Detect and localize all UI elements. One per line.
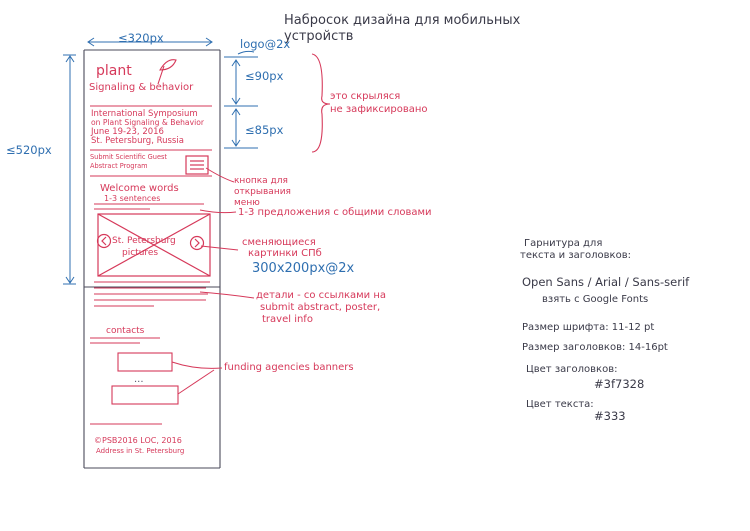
image-size-label: 300x200px@2x [252,261,355,276]
nav-line1: Submit Scientific Guest [90,153,168,161]
welcome-line1: Welcome words [100,183,179,194]
slider-note-line1: сменяющиеся [242,237,316,248]
slider-note-line2: картинки СПб [248,248,322,259]
hamburger-menu-icon [185,155,209,175]
details-lines [94,281,210,307]
welcome-note: 1-3 предложения с общими словами [238,207,432,218]
slider-next-icon [189,235,205,251]
banner-boxes [111,352,179,405]
menu-button-note-line3: меню [234,198,260,208]
width-label: ≤320px [118,31,164,45]
spec-font-source: взять с Google Fonts [542,294,649,305]
event-line2: on Plant Signaling & Behavior [91,118,204,127]
spec-heading-size: Размер заголовков: 14-16pt [522,342,668,353]
image-slider [97,213,211,277]
logo-signaling: Signaling & behavior [89,82,194,93]
welcome-line2: 1-3 sentences [104,194,161,203]
banner-ellipsis: ... [134,374,144,385]
spec-font-heading: Гарнитура для [524,238,603,249]
height-dimensions [63,50,258,285]
contacts-label: contacts [106,326,145,336]
width-dimension [87,37,213,47]
spec-font-value: Open Sans / Arial / Sans-serif [522,275,690,289]
details-note-line1: детали - со ссылками на [256,290,387,301]
logo-size-label: logo@2x [240,37,291,51]
spec-text-size: Размер шрифта: 11-12 pt [522,322,655,333]
event-line4: St. Petersburg, Russia [91,136,184,146]
scroll-note-line1: это скрыляся [330,91,401,102]
footer-line1: ©PSB2016 LOC, 2016 [94,436,182,445]
footer-line2: Address in St. Petersburg [96,447,185,455]
mockup-dividers [90,105,212,177]
logo-plant: plant [96,63,132,79]
sheet-title-line1: Набросок дизайна для мобильных [284,13,521,28]
annotation-pointers [171,167,255,395]
scroll-note-line2: не зафиксировано [330,104,428,115]
details-note-line3: travel info [262,314,313,325]
spec-heading-color-label: Цвет заголовков: [526,364,618,375]
total-height-label: ≤520px [6,143,52,157]
event-line1: International Symposium [91,109,198,119]
slider-prev-icon [96,233,112,249]
scroll-brace [311,53,331,153]
spec-font-heading2: текста и заголовков: [520,250,631,261]
contacts-lines [90,337,160,344]
details-note-line2: submit abstract, poster, [260,302,381,313]
slider-caption-line2: pictures [122,248,159,258]
spec-heading-color-value: #3f7328 [594,377,645,391]
slider-caption-line1: St. Petersburg [112,236,176,246]
welcome-lines [94,203,204,210]
leaf-logo-icon [157,59,177,85]
banners-note: funding agencies banners [224,362,354,373]
menu-button-note-line1: кнопка для [234,176,288,186]
event-line3: June 19-23, 2016 [91,127,164,137]
spec-text-color-value: #333 [594,409,626,423]
info-height-label: ≤85px [245,123,284,137]
sheet-title-line2: устройств [284,29,354,44]
header-height-label: ≤90px [245,69,284,83]
menu-button-note-line2: открывания [234,187,291,197]
nav-line2: Abstract Program [90,162,148,170]
spec-text-color-label: Цвет текста: [526,399,594,410]
phone-frame [83,49,221,469]
